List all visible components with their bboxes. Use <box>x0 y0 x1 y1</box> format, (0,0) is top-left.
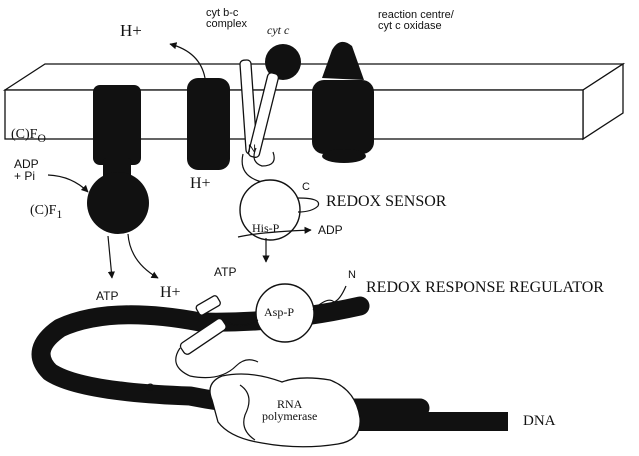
dna-label: DNA <box>523 414 556 429</box>
atp-left-label: ATP <box>96 290 118 302</box>
adp-pi-label-line2: + Pi <box>14 170 39 182</box>
h-plus-label-top: H+ <box>120 22 142 39</box>
adp-right-label: ADP <box>318 224 343 236</box>
cf0-label: (C)FO <box>11 128 46 144</box>
arrow-adp-to-f1 <box>48 175 88 192</box>
h-plus-label-bottom: H+ <box>160 285 181 301</box>
asp-p-label: Asp-P <box>264 306 294 318</box>
f1-subunit <box>87 172 149 234</box>
rna-polymerase-label: RNA polymerase <box>262 398 317 422</box>
reaction-centre-label: reaction centre/ cyt c oxidase <box>378 10 454 32</box>
cf1-label-sub: 1 <box>56 208 62 221</box>
arrow-f1-h-plus <box>128 234 158 278</box>
cyt-bc-label: cyt b-c complex <box>206 8 247 30</box>
cf1-label-main: (C)F <box>30 203 56 218</box>
cyt-bc-complex <box>187 78 230 170</box>
cyt-c-label: cyt c <box>267 24 289 36</box>
cf0-label-sub: O <box>37 132 45 145</box>
cf0-label-main: (C)F <box>11 127 37 142</box>
atp-mid-label: ATP <box>214 266 236 278</box>
his-p-label: His-P <box>252 222 279 234</box>
sensor-linker <box>242 154 262 182</box>
redox-sensor-label: REDOX SENSOR <box>326 194 446 210</box>
sensor-c-tail <box>298 198 319 212</box>
h-plus-label-mid: H+ <box>190 176 211 192</box>
f0-subunit <box>93 85 141 165</box>
redox-response-regulator-label: REDOX RESPONSE REGULATOR <box>366 280 604 296</box>
arrow-f1-atp <box>108 236 112 278</box>
reaction-centre-label-line2: cyt c oxidase <box>378 21 454 32</box>
reaction-centre-base <box>322 149 366 163</box>
reaction-centre <box>322 42 364 80</box>
n-terminus-regulator-label: N <box>348 270 356 281</box>
cf1-label: (C)F1 <box>30 204 62 220</box>
cyt-bc-label-line2: complex <box>206 19 247 30</box>
c-terminus-regulator-label: C <box>146 383 154 394</box>
adp-pi-label: ADP + Pi <box>14 158 39 182</box>
dna-right-segment <box>350 412 508 431</box>
rna-polymerase-label-line2: polymerase <box>262 410 317 422</box>
c-terminus-sensor-label: C <box>302 182 310 193</box>
reaction-centre-body <box>312 80 374 154</box>
n-terminus-sensor-label: N <box>248 144 256 155</box>
